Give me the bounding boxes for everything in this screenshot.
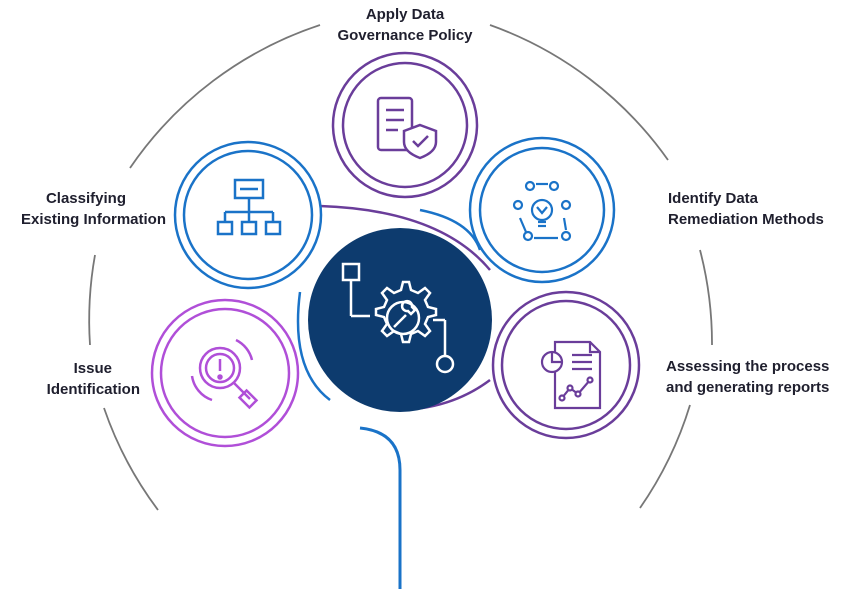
label-line: Assessing the process xyxy=(666,358,830,375)
label-line: Remediation Methods xyxy=(668,211,824,228)
label-line: Identify Data xyxy=(668,190,759,207)
label-line: Governance Policy xyxy=(337,27,473,44)
document-shield-icon xyxy=(376,96,438,160)
label-assessing: Assessing the process and generating rep… xyxy=(666,356,854,398)
gear-wrench-process-icon xyxy=(341,262,455,374)
step-remediation-node xyxy=(468,136,616,284)
stem-line xyxy=(359,426,402,589)
label-line: Issue xyxy=(73,360,112,377)
label-remediation: Identify Data Remediation Methods xyxy=(668,188,848,230)
label-classifying: Classifying Existing Information xyxy=(0,188,166,230)
step-apply-policy-node xyxy=(331,51,479,199)
label-apply-policy: Apply Data Governance Policy xyxy=(320,4,490,46)
hierarchy-chart-icon xyxy=(216,178,282,236)
report-chart-icon xyxy=(540,340,602,410)
center-process-node xyxy=(308,228,492,412)
label-line: and generating reports xyxy=(666,379,830,396)
outer-dashed-arc xyxy=(88,24,713,511)
label-line: Classifying xyxy=(45,190,126,207)
step-classifying-node xyxy=(173,140,323,290)
step-assessing-node xyxy=(491,290,641,440)
label-line: Existing Information xyxy=(20,211,166,228)
magnifier-alert-icon xyxy=(190,338,259,410)
lightbulb-cycle-icon xyxy=(512,180,572,242)
step-issue-node xyxy=(150,298,300,448)
label-line: Apply Data xyxy=(365,6,445,23)
label-line: Identification xyxy=(46,381,140,398)
label-issue: Issue Identification xyxy=(0,358,140,400)
